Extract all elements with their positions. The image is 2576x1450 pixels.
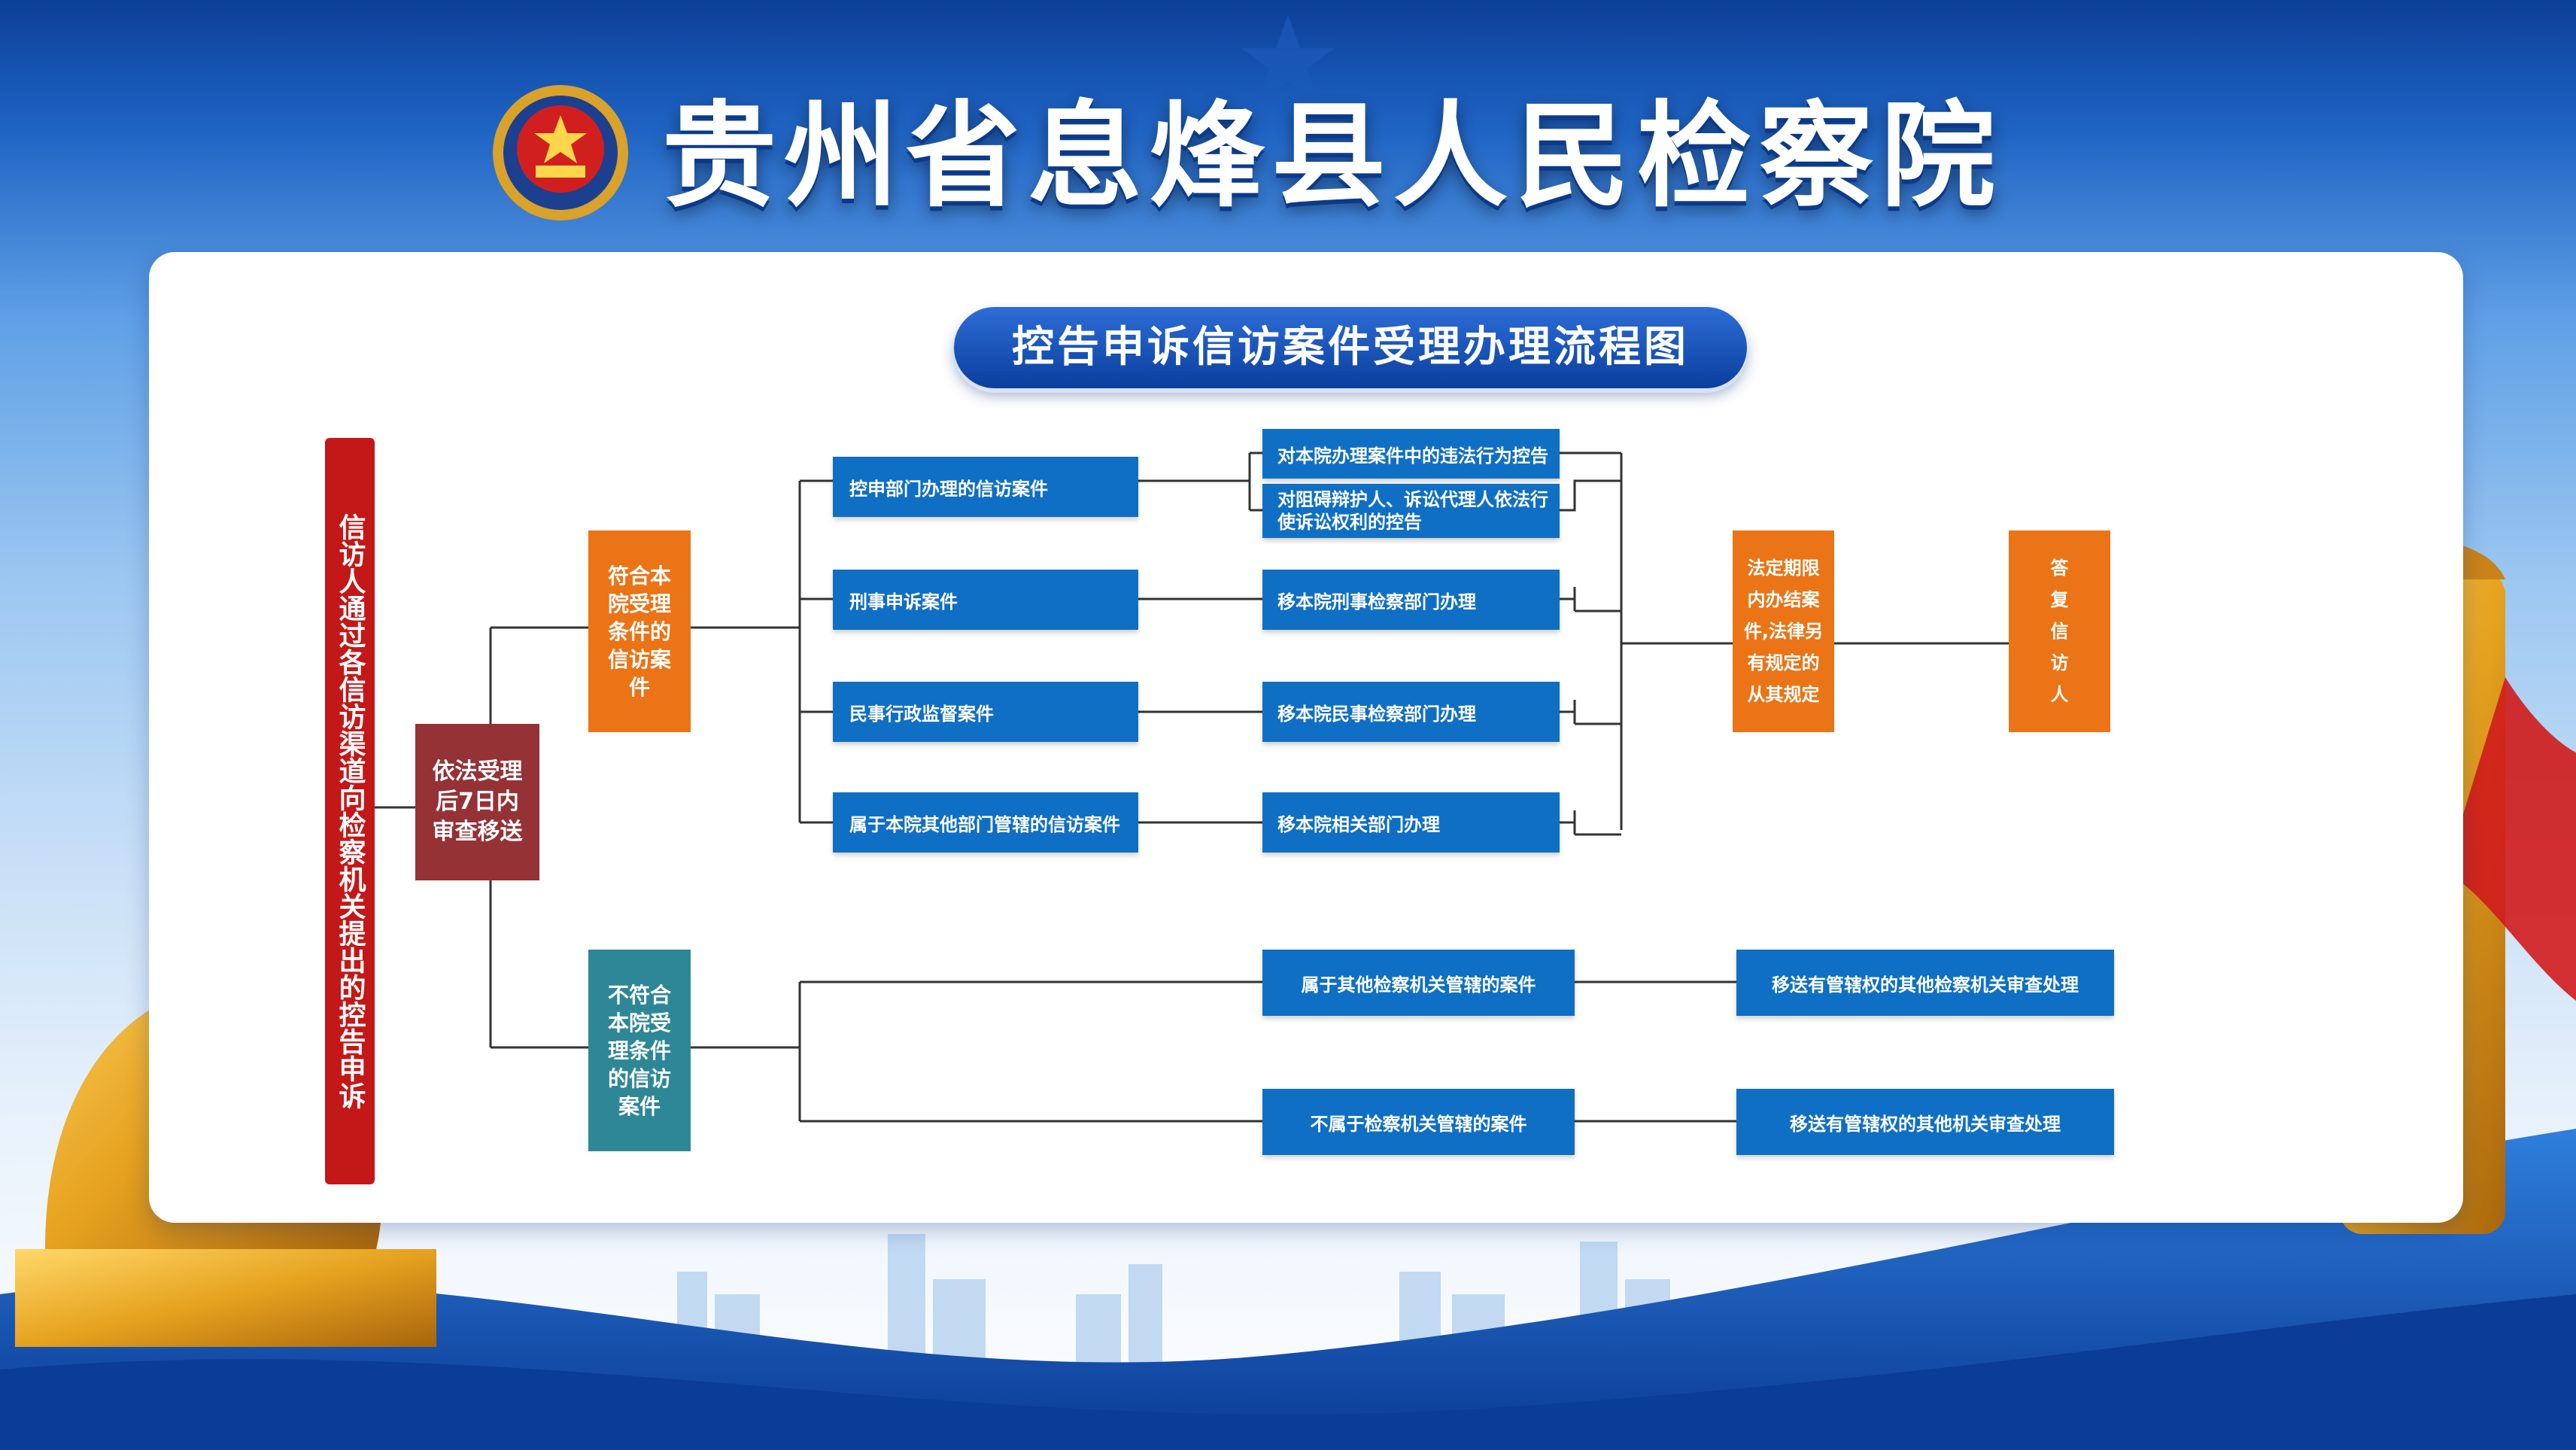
deadline-line: 件,法律另 — [1743, 621, 1824, 642]
other-procuratorate-case: 属于其他检察机关管辖的案件 — [1262, 950, 1575, 1016]
deadline-line: 内办结案 — [1747, 589, 1820, 610]
review-line: 依法受理 — [432, 758, 523, 785]
obstruction-line: 对阻碍辩护人、诉讼代理人依法行 — [1277, 489, 1548, 510]
reply-char: 访 — [2050, 652, 2069, 673]
reply-node: 答 复 信 访 人 — [2009, 530, 2110, 732]
review-node: 依法受理 后7日内 审查移送 — [415, 724, 539, 880]
handling-obstruction-complaint: 对阻碍辩护人、诉讼代理人依法行 使诉讼权利的控告 — [1262, 484, 1560, 538]
procuratorate-emblem-icon — [493, 85, 628, 220]
reply-char: 人 — [2050, 684, 2069, 705]
page-title: 贵州省息烽县人民检察院 — [662, 90, 2003, 223]
ineligible-node: 不符合 本院受 理条件 的信访 案件 — [588, 950, 691, 1151]
handling-criminal-dept: 移本院刑事检察部门办理 — [1262, 570, 1560, 630]
case-type-criminal-appeal: 刑事申诉案件 — [833, 570, 1138, 630]
case-type-complaint-dept: 控申部门办理的信访案件 — [833, 457, 1138, 517]
eligible-line: 院受理 — [607, 591, 671, 616]
eligible-line: 件 — [628, 674, 650, 700]
handling-civil-dept: 移本院民事检察部门办理 — [1262, 682, 1560, 742]
deadline-line: 法定期限 — [1747, 558, 1820, 579]
ineligible-line: 不符合 — [607, 982, 671, 1008]
red-ribbon-icon — [2445, 677, 2576, 1001]
ineligible-line: 理条件 — [607, 1038, 671, 1063]
handling-illegal-act-complaint: 对本院办理案件中的违法行为控告 — [1262, 429, 1560, 479]
review-line: 审查移送 — [432, 819, 523, 845]
non-procuratorate-case: 不属于检察机关管辖的案件 — [1262, 1089, 1575, 1155]
handling-related-dept: 移本院相关部门办理 — [1262, 792, 1560, 853]
eligible-node: 符合本 院受理 条件的 信访案 件 — [588, 530, 691, 732]
review-line: 后7日内 — [436, 789, 519, 815]
reply-char: 答 — [2050, 558, 2069, 579]
flowchart-title: 控告申诉信访案件受理办理流程图 — [954, 307, 1747, 388]
eligible-line: 符合本 — [607, 563, 671, 588]
ineligible-line: 本院受 — [607, 1010, 671, 1035]
obstruction-line: 使诉讼权利的控告 — [1277, 512, 1422, 533]
eligible-line: 条件的 — [607, 619, 671, 644]
eligible-line: 信访案 — [607, 646, 671, 672]
ineligible-line: 案件 — [618, 1093, 661, 1119]
transfer-other-procuratorate: 移送有管辖权的其他检察机关审查处理 — [1736, 950, 2114, 1016]
transfer-other-organ: 移送有管辖权的其他机关审查处理 — [1736, 1089, 2114, 1155]
reply-char: 信 — [2050, 621, 2069, 642]
deadline-node: 法定期限 内办结案 件,法律另 有规定的 从其规定 — [1733, 530, 1834, 732]
deadline-line: 有规定的 — [1747, 652, 1820, 673]
start-node: 信访人通过各信访渠道向检察机关提出的控告申诉 — [325, 438, 375, 1184]
case-type-other-dept: 属于本院其他部门管辖的信访案件 — [833, 792, 1138, 853]
case-type-civil-admin: 民事行政监督案件 — [833, 682, 1138, 742]
ineligible-line: 的信访 — [607, 1065, 671, 1091]
deadline-line: 从其规定 — [1747, 684, 1820, 705]
reply-char: 复 — [2050, 589, 2069, 610]
